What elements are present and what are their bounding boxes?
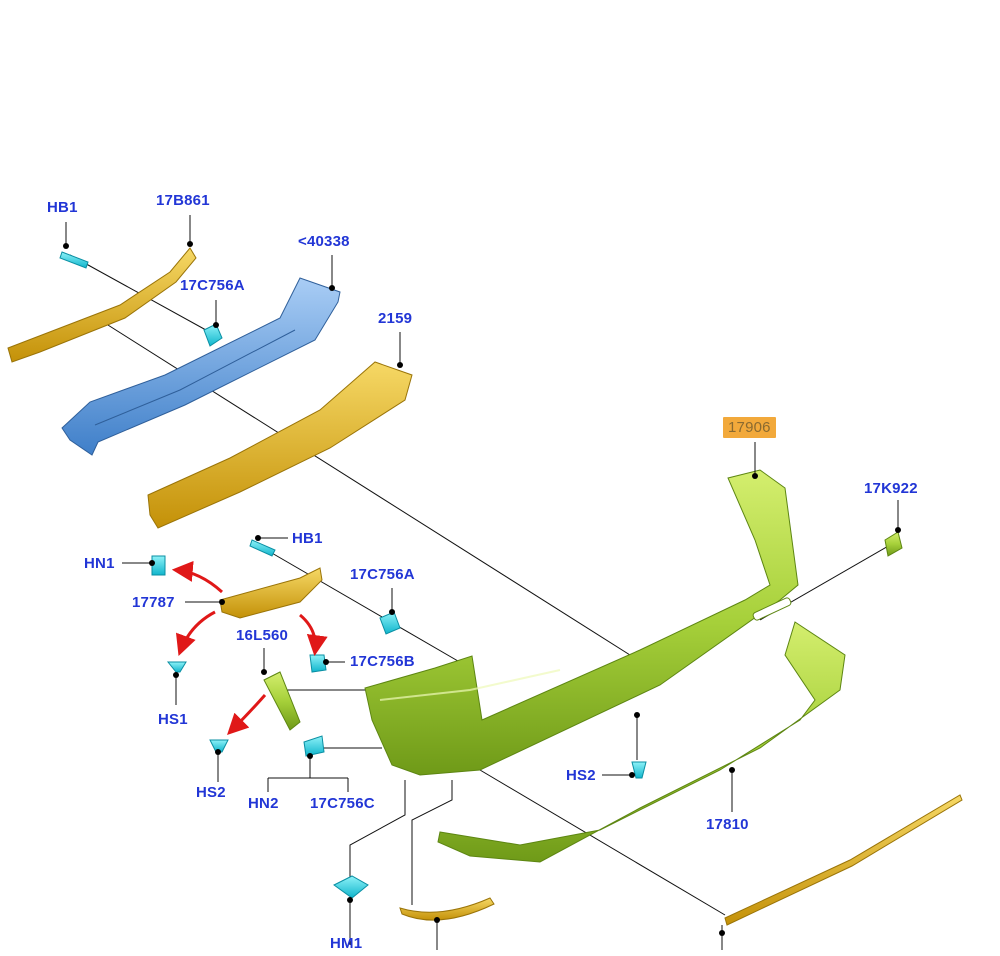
red-arrows — [171, 560, 328, 735]
part-17k922[interactable] — [884, 531, 903, 557]
callout-hn2[interactable]: HN2 — [248, 795, 279, 812]
trim-strip-long[interactable] — [724, 794, 963, 926]
fastener-hs2-left[interactable] — [209, 739, 229, 753]
callout-17906-highlighted[interactable]: 17906 — [723, 417, 776, 438]
upper-bracket-17b861[interactable] — [7, 247, 197, 363]
callout-hn1[interactable]: HN1 — [84, 555, 115, 572]
callout-hm1[interactable]: HM1 — [330, 935, 363, 952]
fastener-hb1-mid[interactable] — [249, 539, 276, 557]
callout-17k922[interactable]: 17K922 — [864, 480, 918, 497]
callout-17810[interactable]: 17810 — [706, 816, 749, 833]
fastener-17c756a-top[interactable] — [203, 323, 223, 347]
bumper-highlight — [379, 669, 561, 701]
callout-17787[interactable]: 17787 — [132, 594, 175, 611]
callout-hs1[interactable]: HS1 — [158, 711, 188, 728]
callout-17c756a-mid[interactable]: 17C756A — [350, 566, 415, 583]
side-bracket-17787[interactable] — [219, 567, 323, 619]
callout-hb1-mid[interactable]: HB1 — [292, 530, 323, 547]
callout-2159[interactable]: 2159 — [378, 310, 413, 327]
callout-40338[interactable]: <40338 — [298, 233, 350, 250]
fastener-hb1-top[interactable] — [59, 251, 89, 269]
callout-17c756a-top[interactable]: 17C756A — [180, 277, 245, 294]
bracket-16l560[interactable] — [263, 671, 301, 731]
reinforcement-edge — [94, 329, 296, 426]
lower-trim-strip[interactable] — [399, 897, 495, 921]
fastener-hm1[interactable] — [333, 875, 369, 899]
lower-valance-17810[interactable] — [437, 621, 846, 863]
leader-dots — [63, 241, 901, 936]
energy-absorber-2159[interactable] — [147, 361, 413, 529]
callout-17b861[interactable]: 17B861 — [156, 192, 210, 209]
label-leaders — [65, 215, 899, 950]
fastener-hs2-right[interactable] — [631, 761, 647, 779]
bumper-reinforcement-40338[interactable] — [61, 277, 341, 456]
callout-16l560[interactable]: 16L560 — [236, 627, 289, 644]
callout-hb1-top[interactable]: HB1 — [47, 199, 78, 216]
callout-17c756b[interactable]: 17C756B — [350, 653, 415, 670]
bumper-cover-17906[interactable] — [364, 469, 799, 776]
fastener-hn2-17c756c[interactable] — [303, 735, 325, 757]
fastener-17c756a-mid[interactable] — [379, 611, 401, 635]
reflector-slot — [752, 597, 792, 621]
fastener-hn1[interactable] — [151, 555, 166, 576]
callout-hs2-right[interactable]: HS2 — [566, 767, 596, 784]
callout-17c756c[interactable]: 17C756C — [310, 795, 375, 812]
callout-hs2-left[interactable]: HS2 — [196, 784, 226, 801]
fastener-hs1[interactable] — [166, 661, 187, 673]
